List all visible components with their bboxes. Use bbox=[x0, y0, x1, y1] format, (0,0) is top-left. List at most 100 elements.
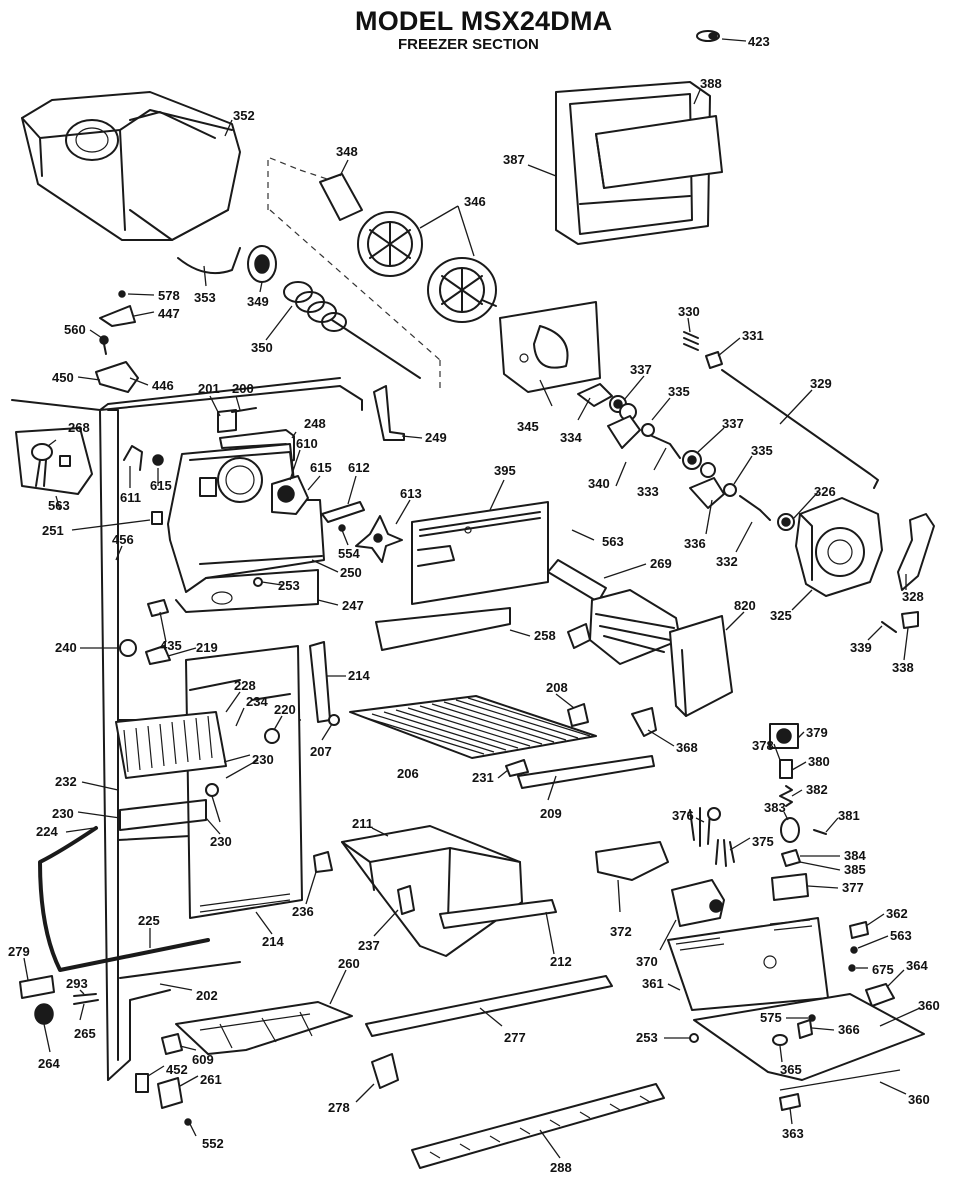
callout-381: 381 bbox=[838, 808, 860, 823]
part-237-clip bbox=[397, 885, 415, 915]
callout-363: 363 bbox=[782, 1126, 804, 1141]
part-251-clip bbox=[151, 511, 163, 525]
callout-214-upper: 214 bbox=[348, 668, 370, 683]
callout-329: 329 bbox=[810, 376, 832, 391]
callout-247: 247 bbox=[342, 598, 364, 613]
part-368-bracket bbox=[631, 707, 657, 737]
callout-612: 612 bbox=[348, 460, 370, 475]
part-382-spring bbox=[779, 785, 793, 807]
part-240-thermostat bbox=[119, 639, 137, 657]
part-363-connector bbox=[779, 1093, 801, 1111]
part-338-bracket bbox=[901, 611, 919, 629]
callout-349: 349 bbox=[247, 294, 269, 309]
callout-264: 264 bbox=[38, 1056, 60, 1071]
callout-331: 331 bbox=[742, 328, 764, 343]
part-380-plunger bbox=[779, 759, 793, 779]
part-325-motor-housing bbox=[795, 497, 883, 597]
part-612-bracket bbox=[321, 501, 365, 523]
callout-609: 609 bbox=[192, 1052, 214, 1067]
callout-383: 383 bbox=[764, 800, 786, 815]
callout-330: 330 bbox=[678, 304, 700, 319]
callout-382: 382 bbox=[806, 782, 828, 797]
callout-251: 251 bbox=[42, 523, 64, 538]
part-366-clip bbox=[797, 1019, 813, 1039]
callout-230-upper: 230 bbox=[252, 752, 274, 767]
callout-348: 348 bbox=[336, 144, 358, 159]
callout-387: 387 bbox=[503, 152, 525, 167]
callout-352: 352 bbox=[233, 108, 255, 123]
callout-333: 333 bbox=[637, 484, 659, 499]
callout-552: 552 bbox=[202, 1136, 224, 1151]
callout-375: 375 bbox=[752, 834, 774, 849]
part-224-225-drain bbox=[38, 826, 210, 972]
callout-388: 388 bbox=[700, 76, 722, 91]
leader-lines bbox=[23, 38, 921, 1159]
callout-350: 350 bbox=[251, 340, 273, 355]
part-447-bracket bbox=[99, 290, 136, 355]
callout-232: 232 bbox=[55, 774, 77, 789]
part-277-rail bbox=[365, 975, 613, 1037]
part-219-clip bbox=[145, 645, 171, 665]
callout-384: 384 bbox=[844, 848, 866, 863]
callout-575: 575 bbox=[760, 1010, 782, 1025]
part-200-201-tube bbox=[217, 407, 257, 433]
callout-353: 353 bbox=[194, 290, 216, 305]
callout-456: 456 bbox=[112, 532, 134, 547]
part-613-fan-blade bbox=[355, 515, 403, 563]
part-377-bracket bbox=[771, 873, 809, 901]
part-446-bracket bbox=[95, 361, 139, 393]
callout-268: 268 bbox=[68, 420, 90, 435]
callout-361: 361 bbox=[642, 976, 664, 991]
callout-269: 269 bbox=[650, 556, 672, 571]
part-269-tube bbox=[547, 559, 607, 603]
part-387-388-door bbox=[555, 81, 723, 245]
callout-615-right: 615 bbox=[310, 460, 332, 475]
part-236-clip bbox=[313, 851, 333, 873]
part-330-spring bbox=[683, 331, 699, 351]
callout-249: 249 bbox=[425, 430, 447, 445]
part-452-plate bbox=[135, 1073, 149, 1093]
callout-450: 450 bbox=[52, 370, 74, 385]
callout-335-upper: 335 bbox=[668, 384, 690, 399]
part-208-clip bbox=[567, 703, 589, 727]
part-258-rail bbox=[375, 607, 511, 651]
part-265-pin bbox=[73, 999, 99, 1005]
callout-208: 208 bbox=[546, 680, 568, 695]
callout-362: 362 bbox=[886, 906, 908, 921]
callout-554: 554 bbox=[338, 546, 360, 561]
part-288-grille bbox=[411, 1083, 665, 1169]
part-364-connector bbox=[865, 983, 895, 1007]
callout-560: 560 bbox=[64, 322, 86, 337]
part-268-lamp-socket bbox=[15, 427, 93, 495]
part-352-ice-bucket bbox=[21, 91, 241, 241]
callout-372: 372 bbox=[610, 924, 632, 939]
alignment-line bbox=[267, 157, 441, 390]
callout-423: 423 bbox=[748, 34, 770, 49]
callout-labels: 423 352 388 387 348 346 353 349 578 447 … bbox=[8, 34, 940, 1175]
part-349-coupling bbox=[247, 245, 277, 283]
callout-376: 376 bbox=[672, 808, 694, 823]
part-350-auger bbox=[283, 281, 421, 379]
part-214-duct bbox=[309, 641, 331, 723]
callout-326: 326 bbox=[814, 484, 836, 499]
part-293-pin bbox=[73, 993, 97, 997]
callout-265: 265 bbox=[74, 1026, 96, 1041]
part-372-cover bbox=[595, 841, 669, 881]
callout-209: 209 bbox=[540, 806, 562, 821]
part-353-bail bbox=[177, 247, 241, 274]
callout-206: 206 bbox=[397, 766, 419, 781]
callout-563-left: 563 bbox=[48, 498, 70, 513]
part-346-drums bbox=[357, 211, 497, 323]
part-253-lower-screw bbox=[689, 1033, 699, 1043]
part-261-bracket bbox=[157, 1077, 183, 1109]
callout-340: 340 bbox=[588, 476, 610, 491]
callout-207: 207 bbox=[310, 744, 332, 759]
callout-820: 820 bbox=[734, 598, 756, 613]
part-615-grommet bbox=[152, 454, 164, 466]
callout-446: 446 bbox=[152, 378, 174, 393]
callout-212: 212 bbox=[550, 954, 572, 969]
callout-336: 336 bbox=[684, 536, 706, 551]
callout-335-lower: 335 bbox=[751, 443, 773, 458]
callout-395: 395 bbox=[494, 463, 516, 478]
callout-277: 277 bbox=[504, 1030, 526, 1045]
